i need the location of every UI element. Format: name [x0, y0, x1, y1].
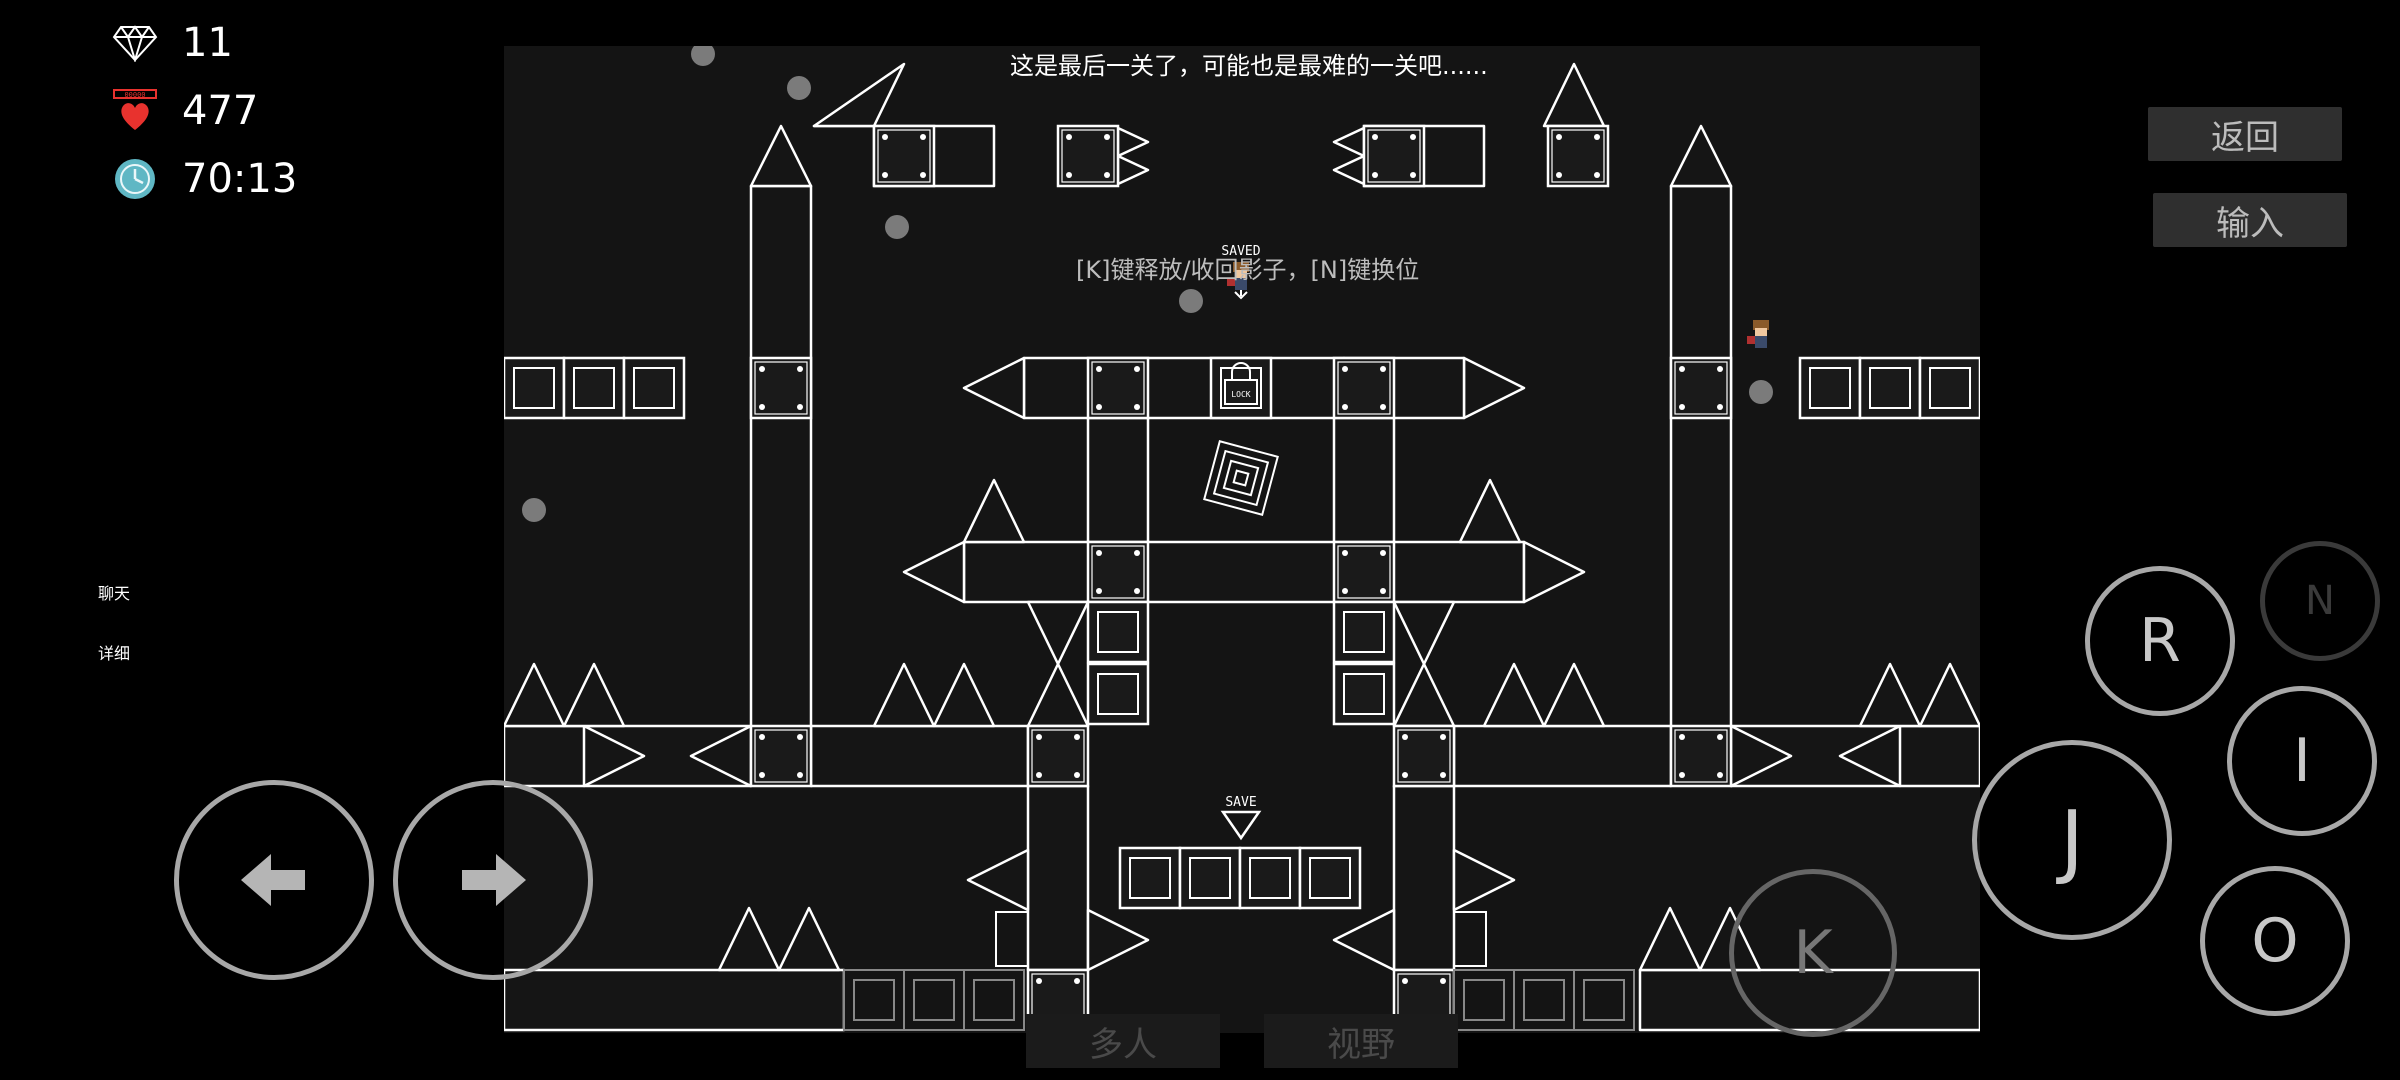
n-button[interactable]: N: [2260, 541, 2380, 661]
gem-counter: 11: [112, 20, 233, 66]
gem-count: 11: [182, 20, 233, 66]
o-button[interactable]: O: [2200, 866, 2350, 1016]
lock-icon: LOCK: [1224, 362, 1258, 405]
lives-count: 477: [182, 88, 259, 134]
multiplayer-button[interactable]: 多人: [1026, 1014, 1220, 1068]
move-left-button[interactable]: [174, 780, 374, 980]
chat-link[interactable]: 聊天: [98, 584, 131, 603]
diamond-icon: [112, 20, 158, 66]
level-message: 这是最后一关了，可能也是最难的一关吧......: [1010, 52, 1488, 80]
r-button[interactable]: R: [2085, 566, 2235, 716]
shadow-character: [1747, 320, 1769, 348]
control-hint: [K]键释放/收回影子，[N]键换位: [1076, 256, 1420, 284]
timer-value: 70:13: [182, 156, 298, 202]
j-button[interactable]: J: [1972, 740, 2172, 940]
i-button[interactable]: I: [2227, 686, 2377, 836]
back-button[interactable]: 返回: [2148, 107, 2342, 161]
spiral-portal-icon: [1203, 440, 1279, 516]
heart-icon: 00000: [112, 88, 158, 134]
view-button[interactable]: 视野: [1264, 1014, 1458, 1068]
clock-icon: [112, 156, 158, 202]
game-stage: LOCK SAVE SAVED: [504, 46, 1980, 1033]
move-right-button[interactable]: [393, 780, 593, 980]
timer: 70:13: [112, 156, 297, 202]
lock-label: LOCK: [1231, 390, 1250, 399]
heart-badge: 00000: [124, 91, 145, 99]
arrow-right-icon: [462, 854, 526, 906]
level-map: LOCK SAVE SAVED: [504, 46, 1980, 1032]
lives-counter: 00000 477: [112, 88, 258, 134]
saved-label: SAVED: [1221, 244, 1260, 259]
player-character: [1227, 262, 1249, 290]
save-point-icon: [1220, 810, 1262, 841]
k-button[interactable]: K: [1729, 869, 1897, 1037]
arrow-left-icon: [241, 854, 305, 906]
input-button[interactable]: 输入: [2153, 193, 2347, 247]
save-point-label: SAVE: [1225, 795, 1256, 810]
detail-link[interactable]: 详细: [98, 644, 131, 663]
